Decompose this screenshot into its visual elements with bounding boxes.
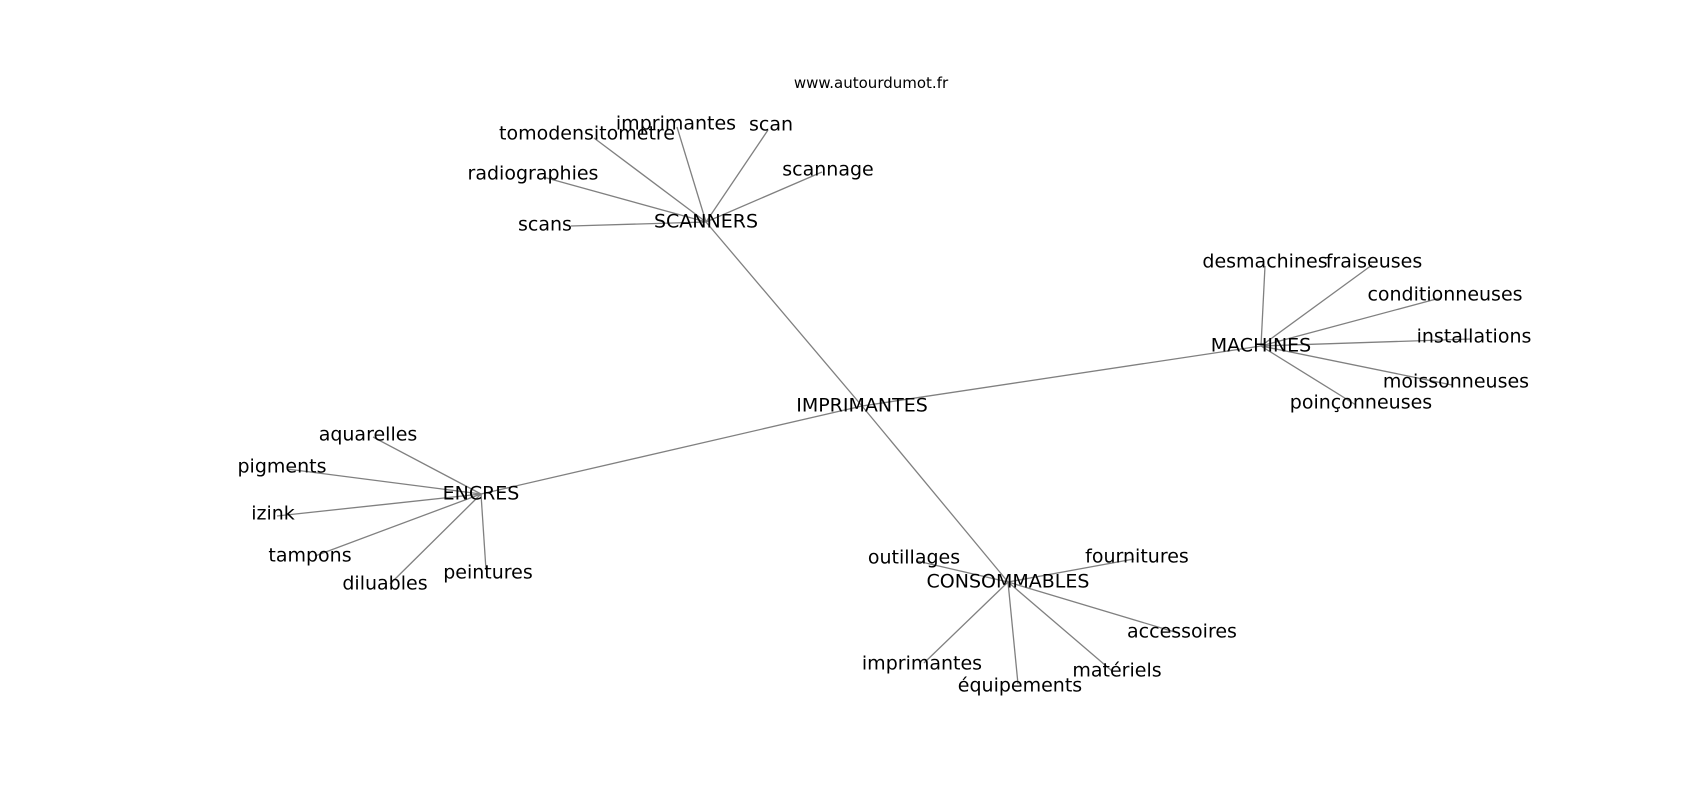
leaf-node-scanners-3: imprimantes [616,113,736,135]
leaf-node-encres-1: pigments [238,456,327,478]
leaf-node-consommables-0: outillages [868,547,960,569]
leaf-node-consommables-5: imprimantes [862,653,982,675]
edge-consommables-2 [1007,581,1179,634]
leaf-node-scanners-1: radiographies [468,163,599,185]
edge-consommables-3 [1007,581,1113,672]
edge-machines-1 [1260,264,1373,347]
edge-center-consommables [861,405,1009,583]
edge-machines-2 [1260,297,1441,347]
group-node-machines: MACHINES [1211,335,1312,357]
center-node-label: IMPRIMANTES [796,395,928,417]
leaf-node-machines-4: moissonneuses [1383,371,1529,393]
leaf-node-scanners-2: tomodensitometre [499,123,675,145]
edge-encres-5 [480,493,487,571]
leaf-node-machines-2: conditionneuses [1367,284,1522,306]
edge-scanners-3 [676,126,707,223]
leaf-node-consommables-4: équipements [958,675,1082,697]
leaf-node-encres-3: tampons [268,545,351,567]
edge-encres-3 [314,493,482,557]
leaf-node-machines-1: fraiseuses [1326,251,1423,273]
group-node-encres: ENCRES [443,483,520,505]
leaf-node-scanners-0: scans [518,214,572,236]
edge-consommables-1 [1007,558,1135,583]
group-node-scanners: SCANNERS [654,211,758,233]
edge-machines-3 [1260,338,1472,347]
edge-machines-0 [1260,265,1266,347]
leaf-node-consommables-3: matériels [1072,660,1161,682]
edge-encres-0 [372,436,482,495]
edge-center-machines [861,345,1262,407]
edge-consommables-5 [923,581,1009,664]
edge-scanners-4 [705,129,769,223]
leaf-node-scanners-5: scannage [782,159,873,181]
edge-machines-5 [1260,345,1357,406]
edge-center-encres [480,405,863,495]
edge-encres-1 [286,468,482,495]
graph-edges [276,126,1472,685]
leaf-node-machines-0: desmachines [1202,251,1327,273]
leaf-node-machines-5: poinçonneuses [1290,392,1432,414]
edge-scanners-0 [570,221,707,227]
edge-consommables-0 [916,560,1009,583]
edge-machines-4 [1260,345,1453,386]
graph-labels: www.autourdumot.fr IMPRIMANTES SCANNERS s… [238,74,1532,697]
leaf-node-machines-3: installations [1417,326,1532,348]
edge-consommables-4 [1007,581,1019,685]
leaf-node-encres-5: peintures [443,562,533,584]
leaf-node-encres-4: diluables [342,573,427,595]
leaf-node-scanners-4: scan [749,114,793,136]
edge-center-scanners [705,221,863,407]
leaf-node-consommables-1: fournitures [1085,546,1189,568]
edge-encres-4 [389,493,482,585]
site-url[interactable]: www.autourdumot.fr [794,74,949,92]
leaf-node-encres-2: izink [251,503,295,525]
leaf-node-consommables-2: accessoires [1127,621,1237,643]
group-node-consommables: CONSOMMABLES [927,571,1090,593]
leaf-node-encres-0: aquarelles [319,424,418,446]
edge-encres-2 [276,493,482,517]
edge-scanners-5 [705,171,823,223]
edge-scanners-1 [542,176,707,223]
edge-scanners-2 [593,137,707,223]
